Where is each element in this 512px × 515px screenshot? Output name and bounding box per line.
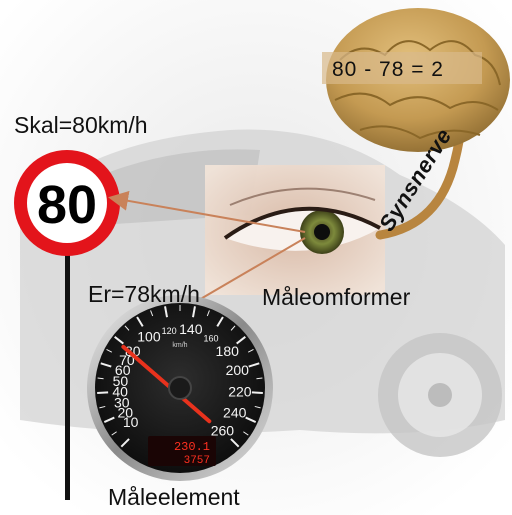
gauge-tick-label: 120 xyxy=(162,326,177,336)
speedometer: 1020304050607080100120140160180200220240… xyxy=(87,295,273,481)
gauge-tick-label: 140 xyxy=(179,321,203,337)
sign-value: 80 xyxy=(37,175,97,235)
gauge-tick-label: 220 xyxy=(228,384,252,400)
gauge-tick-label: 100 xyxy=(137,329,161,345)
odometer-bottom: 3757 xyxy=(184,455,210,467)
gauge-tick xyxy=(252,392,263,393)
gauge-tick-label: 180 xyxy=(216,343,240,359)
measuring-element-label: Måleelement xyxy=(108,484,240,511)
gauge-tick xyxy=(97,392,108,393)
sign-pole xyxy=(65,240,70,500)
gauge-tick-label: 200 xyxy=(226,362,250,378)
gauge-tick-label: 240 xyxy=(223,405,247,421)
actual-speed-label: Er=78km/h xyxy=(88,281,200,308)
gauge-unit: km/h xyxy=(172,342,187,349)
target-speed-label: Skal=80km/h xyxy=(14,112,148,139)
converter-label: Måleomformer xyxy=(262,284,410,311)
odometer-top: 230.1 xyxy=(174,440,210,454)
brain-calculation: 80 - 78 = 2 xyxy=(332,58,444,82)
